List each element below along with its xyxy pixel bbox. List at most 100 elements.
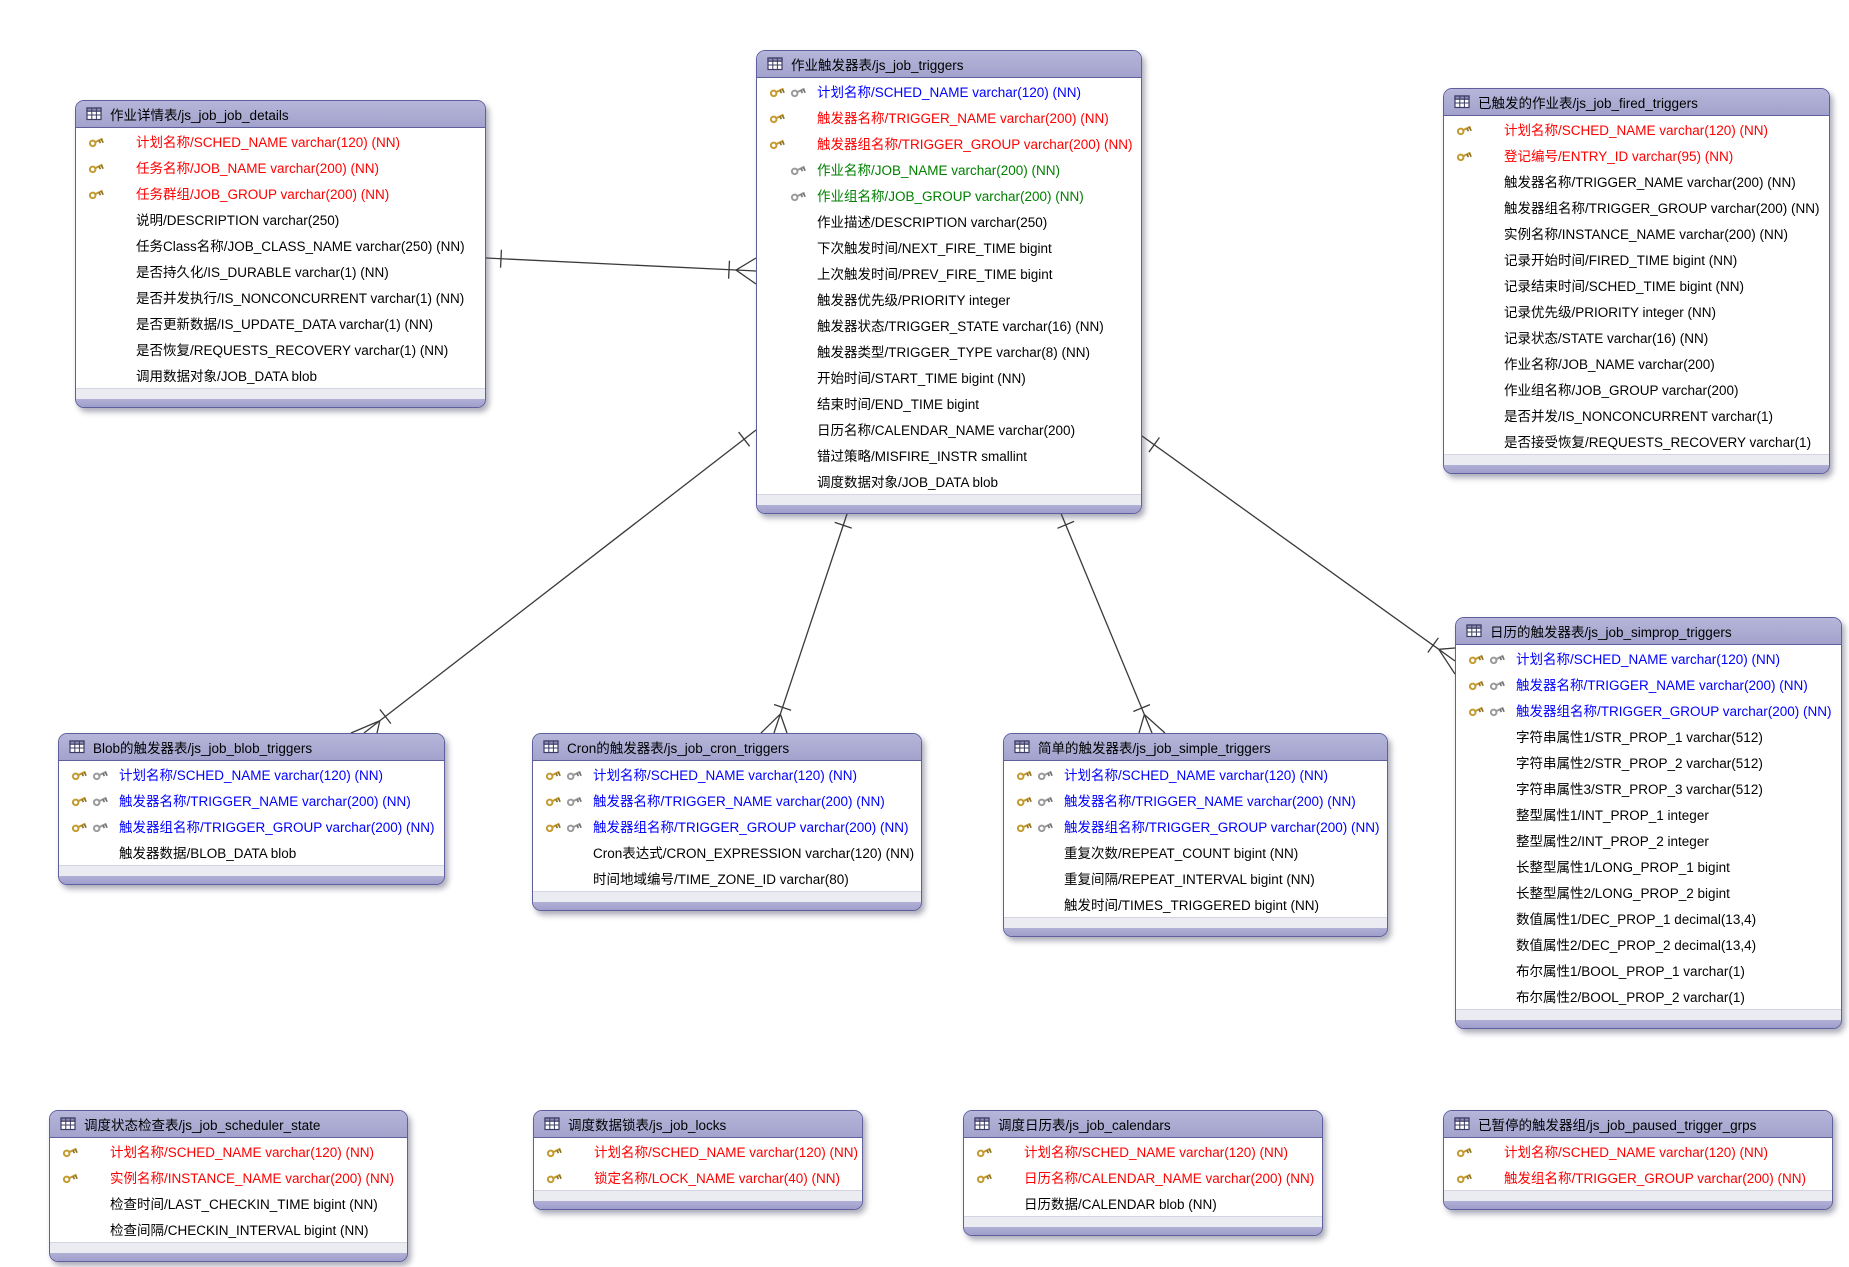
column-row[interactable]: 布尔属性1/BOOL_PROP_1 varchar(1) bbox=[1456, 957, 1841, 983]
column-row[interactable]: 检查间隔/CHECKIN_INTERVAL bigint (NN) bbox=[50, 1216, 407, 1242]
column-row[interactable]: 数值属性1/DEC_PROP_1 decimal(13,4) bbox=[1456, 905, 1841, 931]
column-row[interactable]: 记录优先级/PRIORITY integer (NN) bbox=[1444, 298, 1829, 324]
table-js_job_blob_triggers[interactable]: Blob的触发器表/js_job_blob_triggers 计划名称/SCHE… bbox=[58, 733, 445, 885]
column-row[interactable]: 计划名称/SCHED_NAME varchar(120) (NN) bbox=[76, 128, 485, 154]
column-row[interactable]: 计划名称/SCHED_NAME varchar(120) (NN) bbox=[964, 1138, 1322, 1164]
column-row[interactable]: 作业组名称/JOB_GROUP varchar(200) (NN) bbox=[757, 182, 1141, 208]
column-row[interactable]: 作业名称/JOB_NAME varchar(200) (NN) bbox=[757, 156, 1141, 182]
table-js_job_locks[interactable]: 调度数据锁表/js_job_locks 计划名称/SCHED_NAME varc… bbox=[533, 1110, 863, 1210]
table-header[interactable]: 调度日历表/js_job_calendars bbox=[964, 1111, 1322, 1138]
column-row[interactable]: 说明/DESCRIPTION varchar(250) bbox=[76, 206, 485, 232]
column-row[interactable]: 是否恢复/REQUESTS_RECOVERY varchar(1) (NN) bbox=[76, 336, 485, 362]
table-header[interactable]: 调度状态检查表/js_job_scheduler_state bbox=[50, 1111, 407, 1138]
column-row[interactable]: 任务群组/JOB_GROUP varchar(200) (NN) bbox=[76, 180, 485, 206]
column-row[interactable]: 是否并发/IS_NONCONCURRENT varchar(1) bbox=[1444, 402, 1829, 428]
column-row[interactable]: 触发器名称/TRIGGER_NAME varchar(200) (NN) bbox=[1004, 787, 1387, 813]
column-row[interactable]: 触发器优先级/PRIORITY integer bbox=[757, 286, 1141, 312]
column-row[interactable]: 触发器名称/TRIGGER_NAME varchar(200) (NN) bbox=[59, 787, 444, 813]
column-row[interactable]: 是否接受恢复/REQUESTS_RECOVERY varchar(1) bbox=[1444, 428, 1829, 454]
column-row[interactable]: 作业名称/JOB_NAME varchar(200) bbox=[1444, 350, 1829, 376]
column-row[interactable]: 调用数据对象/JOB_DATA blob bbox=[76, 362, 485, 388]
column-row[interactable]: 计划名称/SCHED_NAME varchar(120) (NN) bbox=[534, 1138, 862, 1164]
table-js_job_scheduler_state[interactable]: 调度状态检查表/js_job_scheduler_state 计划名称/SCHE… bbox=[49, 1110, 408, 1262]
column-row[interactable]: 是否更新数据/IS_UPDATE_DATA varchar(1) (NN) bbox=[76, 310, 485, 336]
table-header[interactable]: 作业触发器表/js_job_triggers bbox=[757, 51, 1141, 78]
column-row[interactable]: 检查时间/LAST_CHECKIN_TIME bigint (NN) bbox=[50, 1190, 407, 1216]
column-row[interactable]: 触发器组名称/TRIGGER_GROUP varchar(200) (NN) bbox=[1004, 813, 1387, 839]
column-row[interactable]: 触发时间/TIMES_TRIGGERED bigint (NN) bbox=[1004, 891, 1387, 917]
table-js_job_triggers[interactable]: 作业触发器表/js_job_triggers 计划名称/SCHED_NAME v… bbox=[756, 50, 1142, 514]
column-row[interactable]: 触发器数据/BLOB_DATA blob bbox=[59, 839, 444, 865]
column-row[interactable]: 触发器组名称/TRIGGER_GROUP varchar(200) (NN) bbox=[1444, 194, 1829, 220]
relationship-triggers-cron[interactable] bbox=[760, 510, 853, 734]
relationship-triggers-simple[interactable] bbox=[1057, 510, 1166, 734]
column-row[interactable]: 整型属性2/INT_PROP_2 integer bbox=[1456, 827, 1841, 853]
column-row[interactable]: 计划名称/SCHED_NAME varchar(120) (NN) bbox=[1444, 1138, 1832, 1164]
table-js_job_paused_trigger_grps[interactable]: 已暂停的触发器组/js_job_paused_trigger_grps 计划名称… bbox=[1443, 1110, 1833, 1210]
column-row[interactable]: 记录状态/STATE varchar(16) (NN) bbox=[1444, 324, 1829, 350]
column-row[interactable]: 日历数据/CALENDAR blob (NN) bbox=[964, 1190, 1322, 1216]
column-row[interactable]: 触发组名称/TRIGGER_GROUP varchar(200) (NN) bbox=[1444, 1164, 1832, 1190]
column-row[interactable]: 调度数据对象/JOB_DATA blob bbox=[757, 468, 1141, 494]
column-row[interactable]: 错过策略/MISFIRE_INSTR smallint bbox=[757, 442, 1141, 468]
column-row[interactable]: 下次触发时间/NEXT_FIRE_TIME bigint bbox=[757, 234, 1141, 260]
column-row[interactable]: 布尔属性2/BOOL_PROP_2 varchar(1) bbox=[1456, 983, 1841, 1009]
column-row[interactable]: 计划名称/SCHED_NAME varchar(120) (NN) bbox=[1444, 116, 1829, 142]
column-row[interactable]: 字符串属性3/STR_PROP_3 varchar(512) bbox=[1456, 775, 1841, 801]
column-row[interactable]: 触发器类型/TRIGGER_TYPE varchar(8) (NN) bbox=[757, 338, 1141, 364]
column-row[interactable]: 任务名称/JOB_NAME varchar(200) (NN) bbox=[76, 154, 485, 180]
column-row[interactable]: Cron表达式/CRON_EXPRESSION varchar(120) (NN… bbox=[533, 839, 921, 865]
column-row[interactable]: 触发器状态/TRIGGER_STATE varchar(16) (NN) bbox=[757, 312, 1141, 338]
table-header[interactable]: 作业详情表/js_job_job_details bbox=[76, 101, 485, 128]
column-row[interactable]: 计划名称/SCHED_NAME varchar(120) (NN) bbox=[50, 1138, 407, 1164]
column-row[interactable]: 实例名称/INSTANCE_NAME varchar(200) (NN) bbox=[1444, 220, 1829, 246]
table-header[interactable]: 简单的触发器表/js_job_simple_triggers bbox=[1004, 734, 1387, 761]
column-row[interactable]: 长整型属性1/LONG_PROP_1 bigint bbox=[1456, 853, 1841, 879]
relationship-triggers-blob[interactable] bbox=[350, 429, 757, 734]
column-row[interactable]: 重复次数/REPEAT_COUNT bigint (NN) bbox=[1004, 839, 1387, 865]
column-row[interactable]: 时间地域编号/TIME_ZONE_ID varchar(80) bbox=[533, 865, 921, 891]
column-row[interactable]: 日历名称/CALENDAR_NAME varchar(200) bbox=[757, 416, 1141, 442]
column-row[interactable]: 开始时间/START_TIME bigint (NN) bbox=[757, 364, 1141, 390]
table-header[interactable]: Blob的触发器表/js_job_blob_triggers bbox=[59, 734, 444, 761]
column-row[interactable]: 作业描述/DESCRIPTION varchar(250) bbox=[757, 208, 1141, 234]
column-row[interactable]: 结束时间/END_TIME bigint bbox=[757, 390, 1141, 416]
column-row[interactable]: 整型属性1/INT_PROP_1 integer bbox=[1456, 801, 1841, 827]
relationship-details-triggers[interactable] bbox=[485, 249, 757, 285]
column-row[interactable]: 是否并发执行/IS_NONCONCURRENT varchar(1) (NN) bbox=[76, 284, 485, 310]
column-row[interactable]: 日历名称/CALENDAR_NAME varchar(200) (NN) bbox=[964, 1164, 1322, 1190]
column-row[interactable]: 触发器名称/TRIGGER_NAME varchar(200) (NN) bbox=[1456, 671, 1841, 697]
column-row[interactable]: 登记编号/ENTRY_ID varchar(95) (NN) bbox=[1444, 142, 1829, 168]
table-js_job_fired_triggers[interactable]: 已触发的作业表/js_job_fired_triggers 计划名称/SCHED… bbox=[1443, 88, 1830, 474]
column-row[interactable]: 作业组名称/JOB_GROUP varchar(200) bbox=[1444, 376, 1829, 402]
column-row[interactable]: 计划名称/SCHED_NAME varchar(120) (NN) bbox=[1456, 645, 1841, 671]
column-row[interactable]: 触发器名称/TRIGGER_NAME varchar(200) (NN) bbox=[533, 787, 921, 813]
column-row[interactable]: 触发器名称/TRIGGER_NAME varchar(200) (NN) bbox=[1444, 168, 1829, 194]
table-js_job_job_details[interactable]: 作业详情表/js_job_job_details 计划名称/SCHED_NAME… bbox=[75, 100, 486, 408]
table-header[interactable]: 日历的触发器表/js_job_simprop_triggers bbox=[1456, 618, 1841, 645]
column-row[interactable]: 重复间隔/REPEAT_INTERVAL bigint (NN) bbox=[1004, 865, 1387, 891]
column-row[interactable]: 记录结束时间/SCHED_TIME bigint (NN) bbox=[1444, 272, 1829, 298]
column-row[interactable]: 计划名称/SCHED_NAME varchar(120) (NN) bbox=[59, 761, 444, 787]
column-row[interactable]: 实例名称/INSTANCE_NAME varchar(200) (NN) bbox=[50, 1164, 407, 1190]
table-js_job_cron_triggers[interactable]: Cron的触发器表/js_job_cron_triggers 计划名称/SCHE… bbox=[532, 733, 922, 911]
column-row[interactable]: 触发器名称/TRIGGER_NAME varchar(200) (NN) bbox=[757, 104, 1141, 130]
column-row[interactable]: 触发器组名称/TRIGGER_GROUP varchar(200) (NN) bbox=[533, 813, 921, 839]
table-js_job_calendars[interactable]: 调度日历表/js_job_calendars 计划名称/SCHED_NAME v… bbox=[963, 1110, 1323, 1236]
table-header[interactable]: Cron的触发器表/js_job_cron_triggers bbox=[533, 734, 921, 761]
column-row[interactable]: 是否持久化/IS_DURABLE varchar(1) (NN) bbox=[76, 258, 485, 284]
column-row[interactable]: 计划名称/SCHED_NAME varchar(120) (NN) bbox=[1004, 761, 1387, 787]
column-row[interactable]: 触发器组名称/TRIGGER_GROUP varchar(200) (NN) bbox=[59, 813, 444, 839]
column-row[interactable]: 触发器组名称/TRIGGER_GROUP varchar(200) (NN) bbox=[757, 130, 1141, 156]
relationship-triggers-simprop[interactable] bbox=[1141, 435, 1456, 675]
column-row[interactable]: 记录开始时间/FIRED_TIME bigint (NN) bbox=[1444, 246, 1829, 272]
table-header[interactable]: 已暂停的触发器组/js_job_paused_trigger_grps bbox=[1444, 1111, 1832, 1138]
column-row[interactable]: 长整型属性2/LONG_PROP_2 bigint bbox=[1456, 879, 1841, 905]
column-row[interactable]: 字符串属性1/STR_PROP_1 varchar(512) bbox=[1456, 723, 1841, 749]
column-row[interactable]: 计划名称/SCHED_NAME varchar(120) (NN) bbox=[757, 78, 1141, 104]
column-row[interactable]: 任务Class名称/JOB_CLASS_NAME varchar(250) (N… bbox=[76, 232, 485, 258]
table-js_job_simple_triggers[interactable]: 简单的触发器表/js_job_simple_triggers 计划名称/SCHE… bbox=[1003, 733, 1388, 937]
column-row[interactable]: 锁定名称/LOCK_NAME varchar(40) (NN) bbox=[534, 1164, 862, 1190]
table-header[interactable]: 已触发的作业表/js_job_fired_triggers bbox=[1444, 89, 1829, 116]
column-row[interactable]: 字符串属性2/STR_PROP_2 varchar(512) bbox=[1456, 749, 1841, 775]
